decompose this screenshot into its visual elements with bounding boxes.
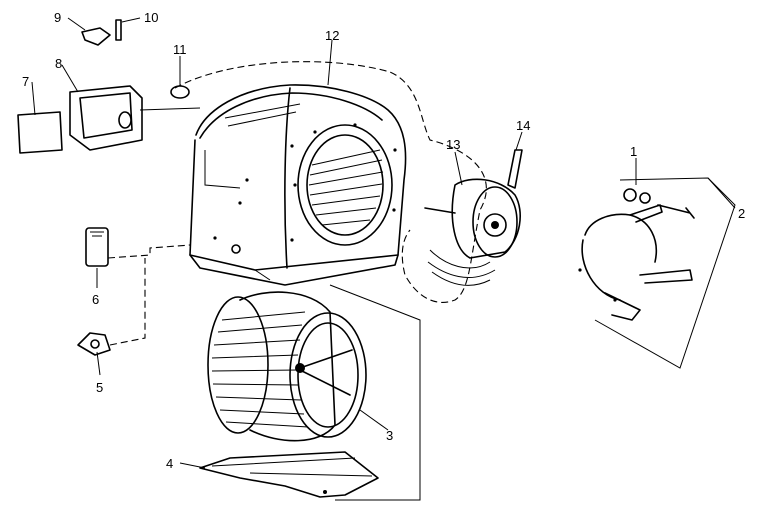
grommet-part [170,85,190,99]
blower-motor [424,178,521,286]
control-box-cover [17,111,63,154]
capacitor [85,227,191,267]
leader-line [96,351,101,376]
leader-line [707,177,736,209]
leader-line [61,64,79,93]
leader-line [327,39,333,86]
callout-9: 9 [54,10,61,25]
callout-6: 6 [92,292,99,307]
callout-8: 8 [55,56,62,71]
leader-line [359,409,389,431]
housing-group-outline [174,61,487,303]
callout-3: 3 [386,428,393,443]
callout-12: 12 [325,28,339,43]
control-box [69,85,201,151]
leader-line [454,151,463,186]
leader-line [329,284,421,501]
callout-4: 4 [166,456,173,471]
callout-11: 11 [173,42,187,57]
callout-10: 10 [144,10,158,25]
callout-1: 1 [630,144,637,159]
callout-14: 14 [516,118,530,133]
leader-line [31,81,36,116]
leader-line [121,17,141,23]
leader-line [515,131,523,151]
cutoff-plate [199,451,379,498]
mount-group-bracket [594,177,736,369]
relay-part [81,27,111,46]
fuse-part [115,19,122,41]
motor-mount [578,188,695,321]
leader-line [179,462,206,469]
blower-wheel [207,291,367,442]
limit-switch [77,258,146,356]
callout-2: 2 [738,206,745,221]
callout-13: 13 [446,137,460,152]
leader-line [67,17,86,31]
motor-band-clip [507,149,523,189]
callout-7: 7 [22,74,29,89]
blower-housing [189,84,407,286]
callout-5: 5 [96,380,103,395]
